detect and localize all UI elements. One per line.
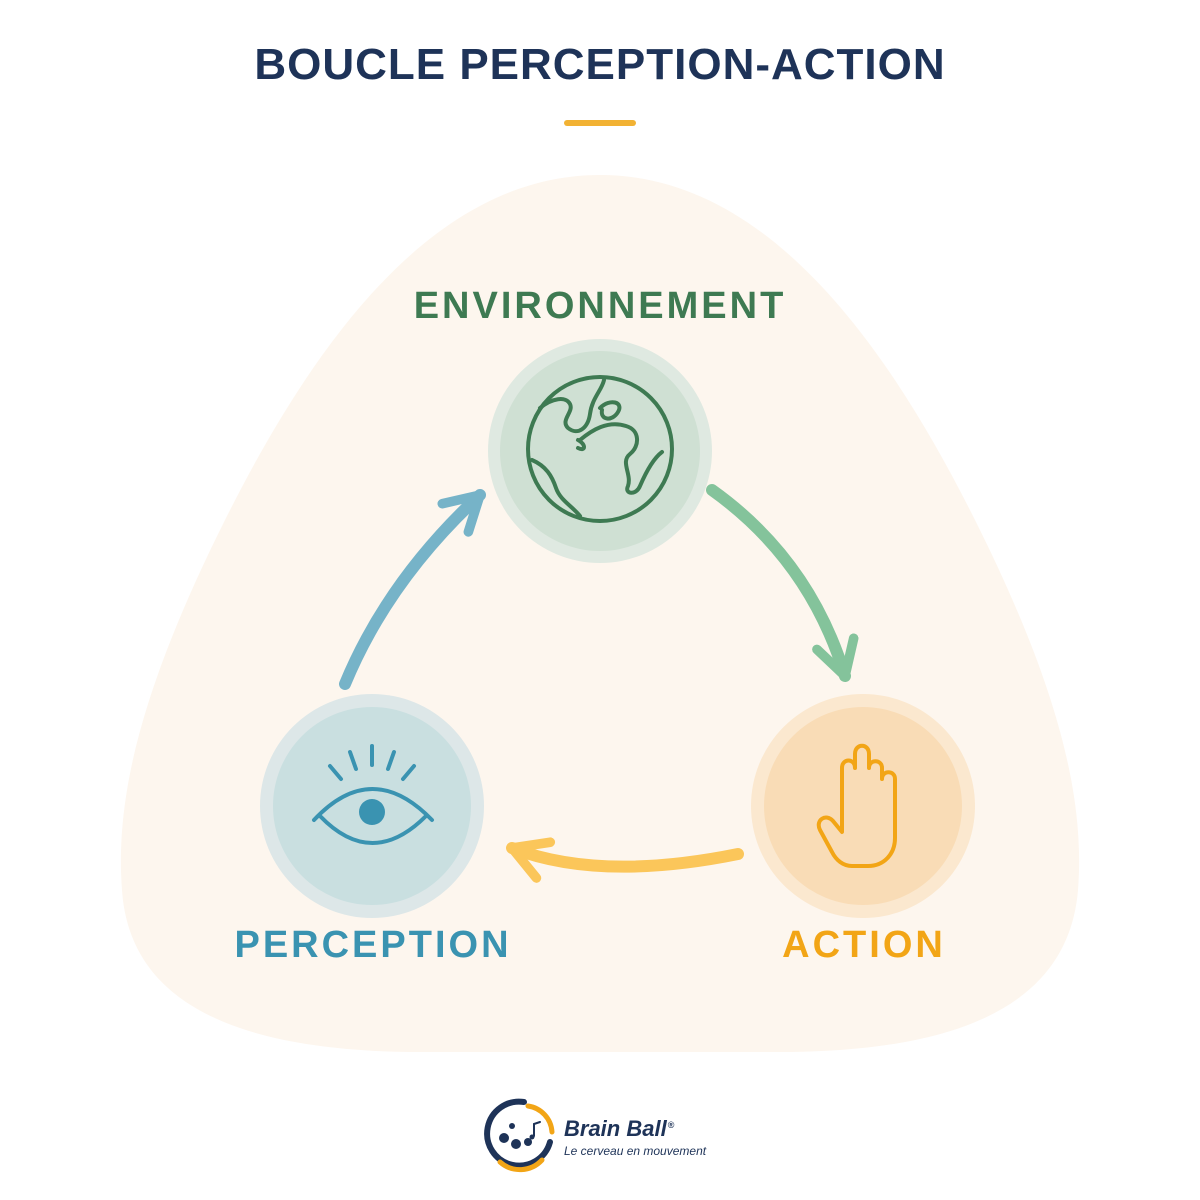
logo-registered-mark: ®: [667, 1119, 675, 1130]
eye-icon: [312, 744, 434, 845]
arrow-environment-to-action: [706, 484, 859, 682]
globe-icon: [526, 375, 674, 523]
arrow-action-to-perception: [506, 837, 744, 883]
action-label: ACTION: [782, 924, 946, 966]
environment-node: [488, 339, 712, 563]
brain-ball-logo: Brain Ball® Le cerveau en mouvement: [480, 1094, 740, 1174]
environment-label: ENVIRONNEMENT: [413, 285, 787, 327]
arrow-perception-to-environment: [339, 489, 486, 690]
perception-label: PERCEPTION: [234, 924, 512, 966]
perception-node: [260, 694, 484, 918]
logo-tagline: Le cerveau en mouvement: [564, 1144, 707, 1158]
logo-name: Brain Ball: [564, 1116, 667, 1141]
hand-icon: [816, 743, 897, 868]
title-underline: [564, 120, 636, 126]
action-node: [751, 694, 975, 918]
page-title: BOUCLE PERCEPTION-ACTION: [254, 40, 946, 89]
brain-ball-emblem-icon: [484, 1098, 555, 1173]
